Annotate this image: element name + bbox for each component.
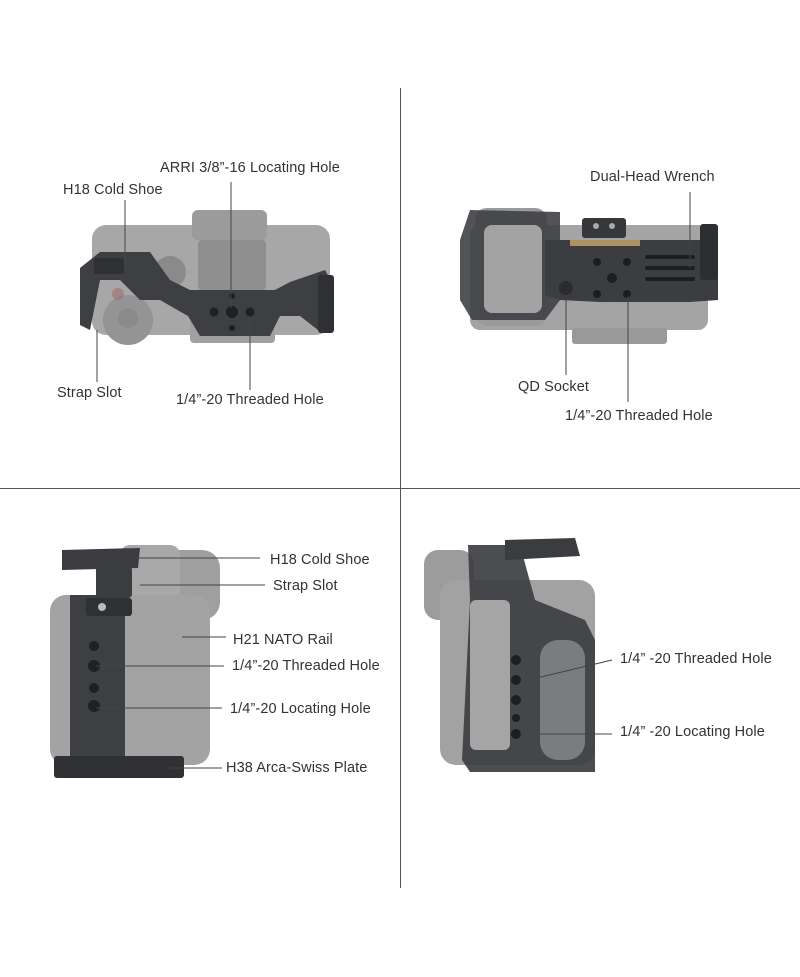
label-strap-slot: Strap Slot [273,578,338,594]
top-left-leader-lines [96,182,251,390]
label-threaded-hole: 1/4” -20 Threaded Hole [620,651,772,667]
top-right-leader-lines [565,192,691,402]
bottom-left-leader-lines [96,557,265,769]
label-h18-cold-shoe: H18 Cold Shoe [270,552,370,568]
label-h18-cold-shoe: H18 Cold Shoe [63,182,163,198]
label-strap-slot: Strap Slot [57,385,122,401]
label-arri-locating-hole: ARRI 3/8”-16 Locating Hole [160,160,340,176]
label-h21-nato-rail: H21 NATO Rail [233,632,333,648]
side-view-camera-image [50,545,220,778]
label-dual-head-wrench: Dual-Head Wrench [590,169,715,185]
label-locating-hole: 1/4” -20 Locating Hole [620,724,765,740]
left-side-camera-image [424,538,595,772]
horizontal-divider [0,488,800,489]
label-qd-socket: QD Socket [518,379,590,395]
label-threaded-hole: 1/4”-20 Threaded Hole [232,658,380,674]
label-locating-hole: 1/4”-20 Locating Hole [230,701,371,717]
label-threaded-hole: 1/4”-20 Threaded Hole [565,408,713,424]
top-view-camera-image [80,210,334,345]
label-threaded-hole: 1/4”-20 Threaded Hole [176,392,324,408]
bottom-right-leader-lines [519,659,613,735]
bottom-view-camera-image [460,208,718,344]
label-h38-arca-swiss-plate: H38 Arca-Swiss Plate [226,760,368,776]
